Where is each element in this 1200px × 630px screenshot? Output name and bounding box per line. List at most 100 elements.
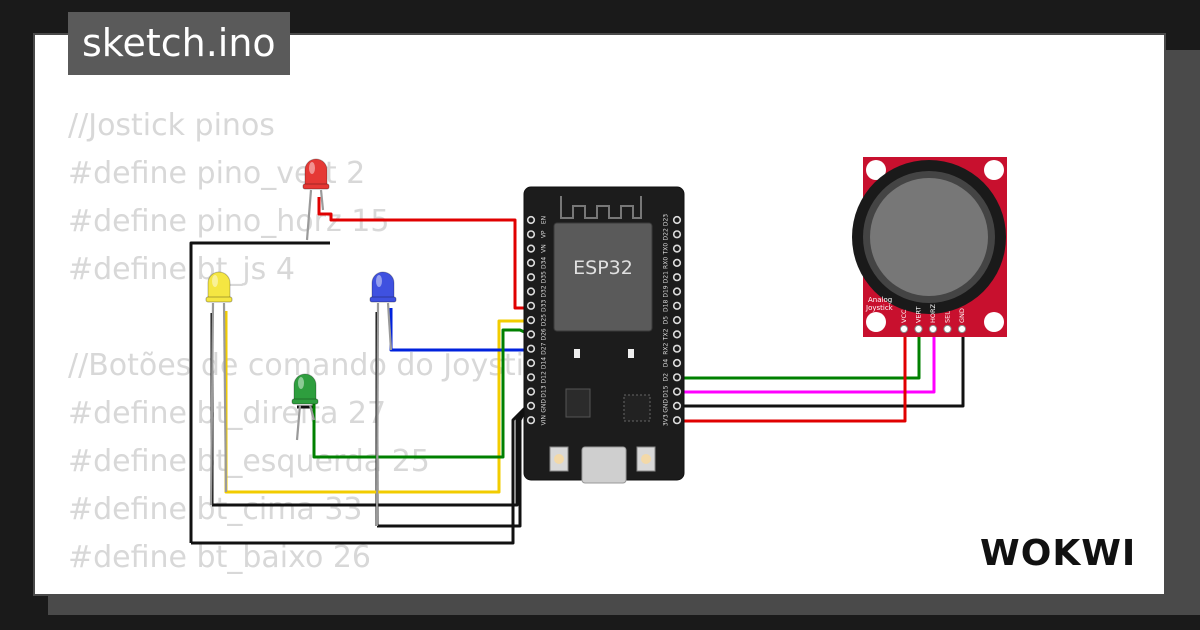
esp32-shield <box>553 222 653 332</box>
led-highlight <box>298 377 304 389</box>
esp32-pin-label: VN <box>541 244 548 253</box>
joystick-knob[interactable] <box>870 178 988 296</box>
esp32-pin-label: D4 <box>663 359 670 368</box>
wires <box>189 197 965 545</box>
wire <box>191 403 530 545</box>
esp32-pin[interactable] <box>526 401 536 411</box>
esp32-pin-label: TX2 <box>663 328 670 341</box>
code-background: //Jostick pinos#define pino_vert 2#defin… <box>68 102 558 582</box>
esp32-pin[interactable] <box>526 273 536 282</box>
code-line: #define bt_baixo 26 <box>68 540 372 575</box>
esp32-pin[interactable] <box>672 215 682 225</box>
esp32-pin[interactable] <box>672 230 682 239</box>
led-leg <box>295 404 302 441</box>
mount-hole <box>984 160 1004 180</box>
esp32-pin[interactable] <box>672 373 682 382</box>
yellow-led[interactable] <box>205 271 233 506</box>
led-body <box>293 373 317 402</box>
led-leg <box>305 189 313 241</box>
esp32-pin-label: D14 <box>541 357 548 369</box>
esp32-pin[interactable] <box>526 301 536 310</box>
wire <box>317 197 531 310</box>
led-leg <box>209 302 215 506</box>
esp32-label: ESP32 <box>573 257 633 279</box>
green-led[interactable] <box>291 373 319 441</box>
led-rim <box>302 183 330 190</box>
code-line: //Jostick pinos <box>68 108 275 143</box>
mount-hole <box>866 312 886 332</box>
esp32-pin[interactable] <box>672 358 682 368</box>
esp32-pin-label: D35 <box>541 271 548 283</box>
led-highlight <box>212 275 218 287</box>
esp32-pin[interactable] <box>526 230 536 239</box>
led-highlight <box>309 162 315 174</box>
esp32-pin[interactable] <box>526 316 536 325</box>
wire <box>677 330 921 380</box>
esp32-pin[interactable] <box>526 344 536 353</box>
led-rim <box>291 398 319 405</box>
esp32-pin-label: EN <box>541 216 548 224</box>
joystick-pin[interactable] <box>943 324 952 334</box>
wire <box>677 330 965 408</box>
esp32-pin[interactable] <box>672 387 682 396</box>
en-button-cap[interactable] <box>641 454 651 464</box>
esp32-pin[interactable] <box>526 387 536 396</box>
blue-led[interactable] <box>369 271 397 527</box>
esp32-pin-label: D32 <box>541 285 548 297</box>
esp32-pin-label: D34 <box>541 257 548 269</box>
joystick-pin-label: GND <box>958 308 966 323</box>
esp32-pin[interactable] <box>526 215 536 225</box>
esp32-pin[interactable] <box>526 330 536 339</box>
esp32-pin[interactable] <box>526 287 536 296</box>
wire <box>212 404 530 507</box>
esp32-pin[interactable] <box>672 258 682 268</box>
esp32-pin[interactable] <box>672 330 682 339</box>
esp32-pin-label: D15 <box>663 385 670 397</box>
joystick-pin-label: HORZ <box>929 303 937 323</box>
esp32-pin-label: TX0 <box>663 243 670 256</box>
joystick-pin[interactable] <box>928 324 938 334</box>
esp32-pin[interactable] <box>526 258 536 268</box>
boot-button-cap[interactable] <box>554 454 564 464</box>
esp32-pin[interactable] <box>672 301 682 310</box>
wire <box>677 330 907 423</box>
esp32-pin-label: D13 <box>541 385 548 397</box>
esp32-pin[interactable] <box>672 401 682 411</box>
esp32-pin-label: D5 <box>663 316 670 325</box>
esp32-pin-label: D18 <box>663 299 670 311</box>
esp32-regulator <box>565 388 591 418</box>
joystick-pin[interactable] <box>914 324 923 334</box>
esp32-pin[interactable] <box>672 244 682 253</box>
mount-hole <box>866 160 886 180</box>
esp32-pin[interactable] <box>672 287 682 296</box>
esp32-pin[interactable] <box>526 416 536 425</box>
joystick-pin[interactable] <box>957 324 967 334</box>
esp32-antenna <box>560 196 642 219</box>
wokwi-logo: WOKWI <box>980 533 1135 574</box>
esp32-pin[interactable] <box>672 344 682 353</box>
esp32-left-pins: ENVPVND34D35D32D33D25D26D27D14D12D13GNDV… <box>526 215 548 425</box>
leds <box>205 158 397 527</box>
esp32-pin[interactable] <box>526 244 536 253</box>
esp32-pin[interactable] <box>672 316 682 325</box>
esp32-pin-label: D21 <box>663 271 670 283</box>
esp32-pin[interactable] <box>526 358 536 368</box>
led-body <box>207 271 231 300</box>
joystick-pin[interactable] <box>899 324 909 334</box>
file-name-tab: sketch.ino <box>68 12 290 75</box>
esp32-board[interactable]: ESP32 ENVPVND34D35D32D33D25D26D27D14D12D… <box>523 186 685 484</box>
esp32-pin-label: D23 <box>663 214 670 226</box>
red-led[interactable] <box>302 158 330 241</box>
esp32-pin[interactable] <box>672 273 682 282</box>
esp32-pin-label: D33 <box>541 299 548 311</box>
led-highlight <box>376 275 382 287</box>
led-body <box>304 158 328 187</box>
esp32-pin[interactable] <box>672 416 682 425</box>
joystick-pin-label: SEL <box>944 311 952 323</box>
code-line: #define bt_js 4 <box>68 252 295 287</box>
esp32-pin-label: D26 <box>541 328 548 340</box>
esp32-pin[interactable] <box>526 373 536 382</box>
